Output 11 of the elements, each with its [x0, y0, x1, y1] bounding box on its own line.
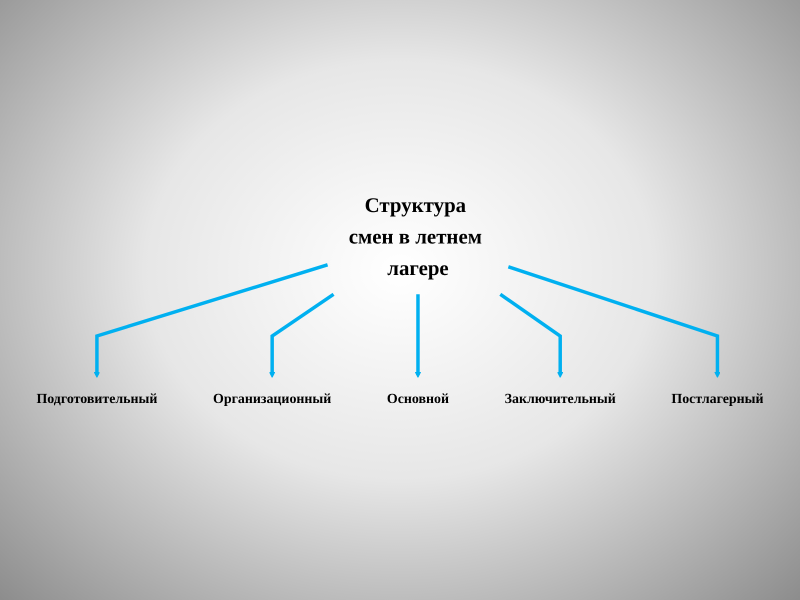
node-text: Подготовительный	[36, 391, 158, 407]
node-text: Постлагерный	[671, 391, 764, 407]
node-text: Основной	[386, 391, 450, 407]
node-text: Организационный	[213, 391, 332, 407]
arrow	[499, 293, 564, 378]
arrow	[269, 293, 335, 378]
arrow	[94, 264, 328, 378]
node-text: Заключительный	[504, 391, 616, 407]
arrow	[414, 294, 422, 378]
arrow	[508, 266, 721, 378]
node-text: Структура смен в летнем лагере	[348, 194, 482, 280]
